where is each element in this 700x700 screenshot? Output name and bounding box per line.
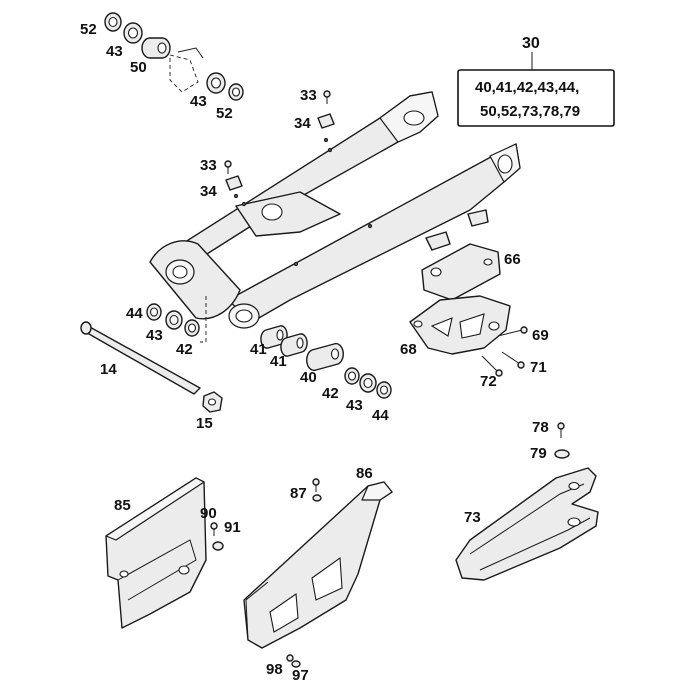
callout-43b: 43 xyxy=(190,93,207,110)
upper-bearing-stack xyxy=(104,12,244,101)
kit-contents-line1: 40,41,42,43,44, xyxy=(475,79,579,96)
callout-91: 91 xyxy=(224,519,241,536)
screw-90 xyxy=(210,522,218,536)
callout-14: 14 xyxy=(100,361,117,378)
callout-98: 98 xyxy=(266,661,283,678)
callout-34b: 34 xyxy=(200,183,217,200)
callout-68: 68 xyxy=(400,341,417,358)
callout-86: 86 xyxy=(356,465,373,482)
screw-87 xyxy=(312,478,320,492)
clip-34-lower xyxy=(225,175,243,191)
callout-40: 40 xyxy=(300,369,317,386)
callout-43a: 43 xyxy=(106,43,123,60)
chain-guide-68 xyxy=(409,295,511,355)
callout-79: 79 xyxy=(530,445,547,462)
callout-87: 87 xyxy=(290,485,307,502)
chain-sliding-guide-73 xyxy=(455,467,599,581)
callout-71: 71 xyxy=(530,359,547,376)
callout-33b: 33 xyxy=(200,157,217,174)
callout-42b: 42 xyxy=(322,385,339,402)
washer-79 xyxy=(554,449,570,459)
callout-69: 69 xyxy=(532,327,549,344)
callout-66: 66 xyxy=(504,251,521,268)
callout-33a: 33 xyxy=(300,87,317,104)
swingarm xyxy=(149,91,521,329)
callout-44a: 44 xyxy=(126,305,143,322)
callout-43d: 43 xyxy=(346,397,363,414)
kit-contents-line2: 50,52,73,78,79 xyxy=(480,103,580,120)
left-bearing-stack xyxy=(146,296,207,343)
screw-98 xyxy=(286,654,294,662)
bolt-72 xyxy=(481,355,503,377)
callout-43c: 43 xyxy=(146,327,163,344)
chain-guard-85 xyxy=(105,477,207,629)
pivot-shadow-sketch xyxy=(169,54,199,93)
screw-78 xyxy=(557,422,565,438)
callout-44b: 44 xyxy=(372,407,389,424)
washer-87-base xyxy=(312,494,322,502)
screw-33-lower xyxy=(224,160,232,174)
center-bearing-stack xyxy=(260,325,392,399)
washer-91 xyxy=(212,541,224,551)
screw-33-upper xyxy=(323,90,331,104)
callout-52b: 52 xyxy=(216,105,233,122)
pivot-axle-14 xyxy=(80,321,201,395)
callout-50: 50 xyxy=(130,59,147,76)
callout-52a: 52 xyxy=(80,21,97,38)
kit-30-box xyxy=(457,52,615,127)
washer-97 xyxy=(291,660,301,668)
callout-78: 78 xyxy=(532,419,549,436)
bolt-71 xyxy=(501,351,525,369)
callout-42a: 42 xyxy=(176,341,193,358)
callout-41a: 41 xyxy=(250,341,267,358)
callout-34a: 34 xyxy=(294,115,311,132)
nut-15 xyxy=(202,391,223,413)
clip-34-upper xyxy=(317,113,335,129)
chain-slider-66 xyxy=(421,243,501,301)
callout-90: 90 xyxy=(200,505,217,522)
callout-73: 73 xyxy=(464,509,481,526)
callout-97: 97 xyxy=(292,667,309,684)
chain-guard-86 xyxy=(243,481,393,649)
callout-kit-30: 30 xyxy=(522,35,540,52)
bolt-69 xyxy=(497,326,528,337)
callout-72: 72 xyxy=(480,373,497,390)
callout-15: 15 xyxy=(196,415,213,432)
callout-85: 85 xyxy=(114,497,131,514)
callout-41b: 41 xyxy=(270,353,287,370)
